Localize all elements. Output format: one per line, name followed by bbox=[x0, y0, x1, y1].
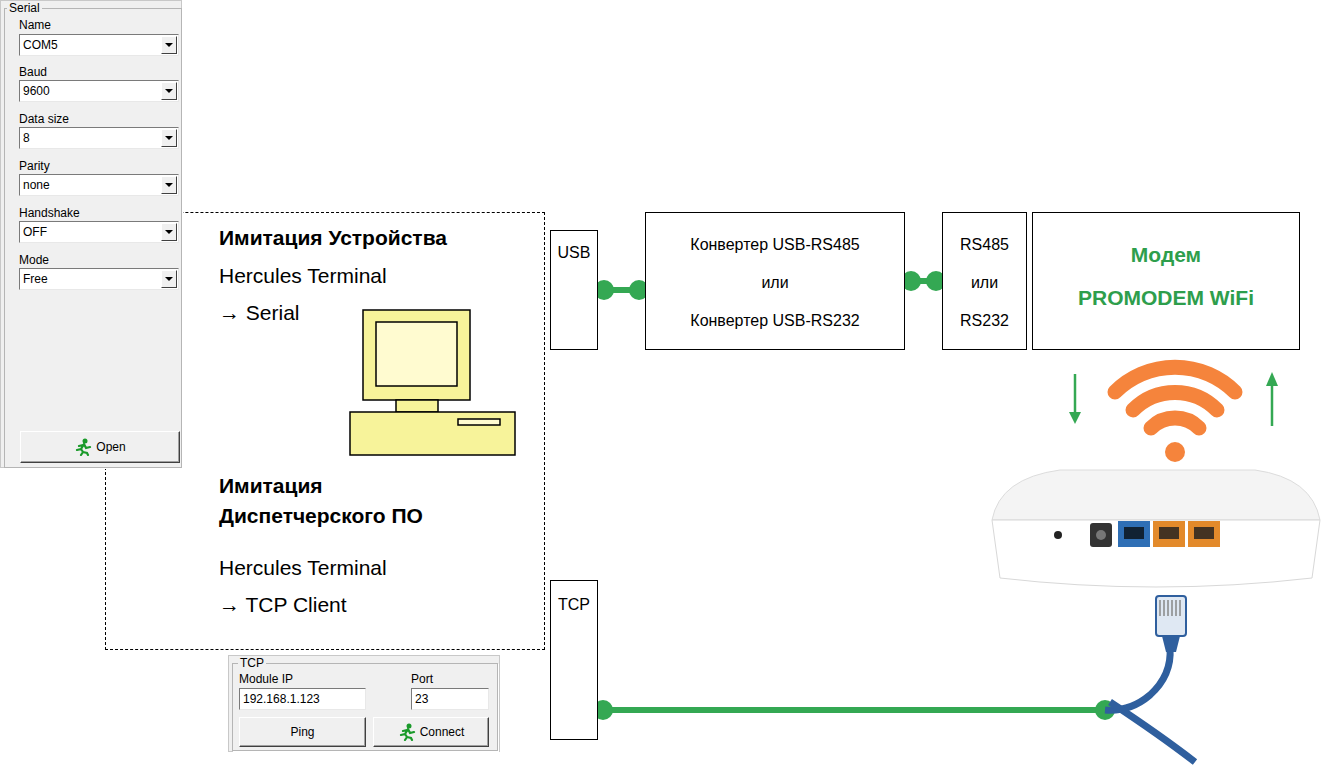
ethernet-cable bbox=[1105, 596, 1195, 762]
box-label: Модем bbox=[1033, 242, 1299, 268]
box-label: Конвертер USB-RS232 bbox=[646, 311, 904, 331]
field-value: 8 bbox=[23, 131, 30, 146]
dropdown-button bbox=[161, 176, 177, 194]
button: Connect bbox=[373, 717, 489, 747]
dropdown-button bbox=[161, 129, 177, 147]
group-heading: Имитация Диспетчерского ПО bbox=[219, 471, 459, 532]
green-connector bbox=[594, 280, 649, 300]
field-label: Handshake bbox=[19, 206, 80, 221]
tcp-settings-panel: TCPModule IP Port 192.168.1.123 23Ping Conne… bbox=[228, 655, 500, 752]
field-value: OFF bbox=[23, 225, 47, 240]
combo-box: 8 bbox=[19, 127, 179, 149]
icon-head bbox=[83, 439, 88, 444]
field-value: none bbox=[23, 178, 50, 193]
dropdown-button bbox=[161, 270, 177, 288]
dropdown-button bbox=[161, 82, 177, 100]
box-label: RS485 bbox=[943, 235, 1026, 255]
button-label: Open bbox=[96, 440, 125, 455]
wifi-symbol bbox=[1115, 367, 1235, 462]
group-title: TCP bbox=[238, 656, 266, 671]
field-label: Mode bbox=[19, 253, 49, 268]
button-label: Ping bbox=[290, 725, 314, 740]
data-arrows bbox=[1069, 372, 1278, 426]
field-label: Port bbox=[411, 672, 433, 687]
input-field: 23 bbox=[411, 688, 489, 710]
group-text: Hercules Terminal bbox=[219, 553, 387, 583]
combo-box: COM5 bbox=[19, 34, 179, 56]
group-title: Serial bbox=[7, 1, 42, 16]
box-label: USB bbox=[551, 243, 597, 263]
field-value: COM5 bbox=[23, 38, 58, 53]
green-connector bbox=[901, 271, 946, 291]
field-label: Parity bbox=[19, 159, 50, 174]
combo-box: 9600 bbox=[19, 80, 179, 102]
port-box: TCP bbox=[550, 580, 598, 740]
button: Open bbox=[20, 431, 180, 463]
group-text: → TCP Client bbox=[219, 590, 347, 620]
combo-box: none bbox=[19, 174, 179, 196]
router-image bbox=[992, 470, 1320, 587]
field-label: Data size bbox=[19, 112, 69, 127]
field-value: Free bbox=[23, 272, 48, 287]
button: Ping bbox=[239, 717, 366, 747]
dropdown-button bbox=[161, 223, 177, 241]
dropdown-button bbox=[161, 36, 177, 54]
field-value: 23 bbox=[415, 692, 428, 707]
group-text: Hercules Terminal bbox=[219, 261, 387, 291]
icon-body bbox=[401, 729, 414, 740]
icon-body bbox=[77, 444, 90, 455]
box-label: Конвертер USB-RS485 bbox=[646, 235, 904, 255]
field-value: 9600 bbox=[23, 84, 50, 99]
serial-settings-panel: SerialNameCOM5Baud 9600Data size 8Parity no… bbox=[0, 0, 182, 468]
group-text: → Serial bbox=[219, 298, 300, 328]
button-label: Connect bbox=[420, 725, 465, 740]
field-label: Name bbox=[19, 18, 51, 33]
icon-head bbox=[406, 724, 411, 729]
ethernet-link bbox=[593, 700, 1115, 720]
interface-box: RS485 илиRS232 bbox=[942, 212, 1027, 350]
run-icon bbox=[398, 723, 416, 741]
field-label: Baud bbox=[19, 65, 47, 80]
port-box: USB bbox=[550, 230, 598, 350]
converter-box: Конвертер USB-RS485 илиКонвертер USB-RS23… bbox=[645, 212, 905, 350]
box-label: TCP bbox=[551, 595, 597, 615]
combo-box: Free bbox=[19, 268, 179, 290]
box-label: RS232 bbox=[943, 311, 1026, 331]
combo-box: OFF bbox=[19, 221, 179, 243]
input-field: 192.168.1.123 bbox=[239, 688, 366, 710]
modem-box: МодемPROMODEM WiFi bbox=[1032, 212, 1300, 350]
field-label: Module IP bbox=[239, 672, 293, 687]
group-heading: Имитация Устройства bbox=[219, 223, 447, 253]
field-value: 192.168.1.123 bbox=[243, 692, 320, 707]
box-label: или bbox=[646, 273, 904, 293]
box-label: PROMODEM WiFi bbox=[1033, 285, 1299, 311]
run-icon bbox=[74, 438, 92, 456]
box-label: или bbox=[943, 273, 1026, 293]
computer-icon bbox=[350, 310, 515, 455]
